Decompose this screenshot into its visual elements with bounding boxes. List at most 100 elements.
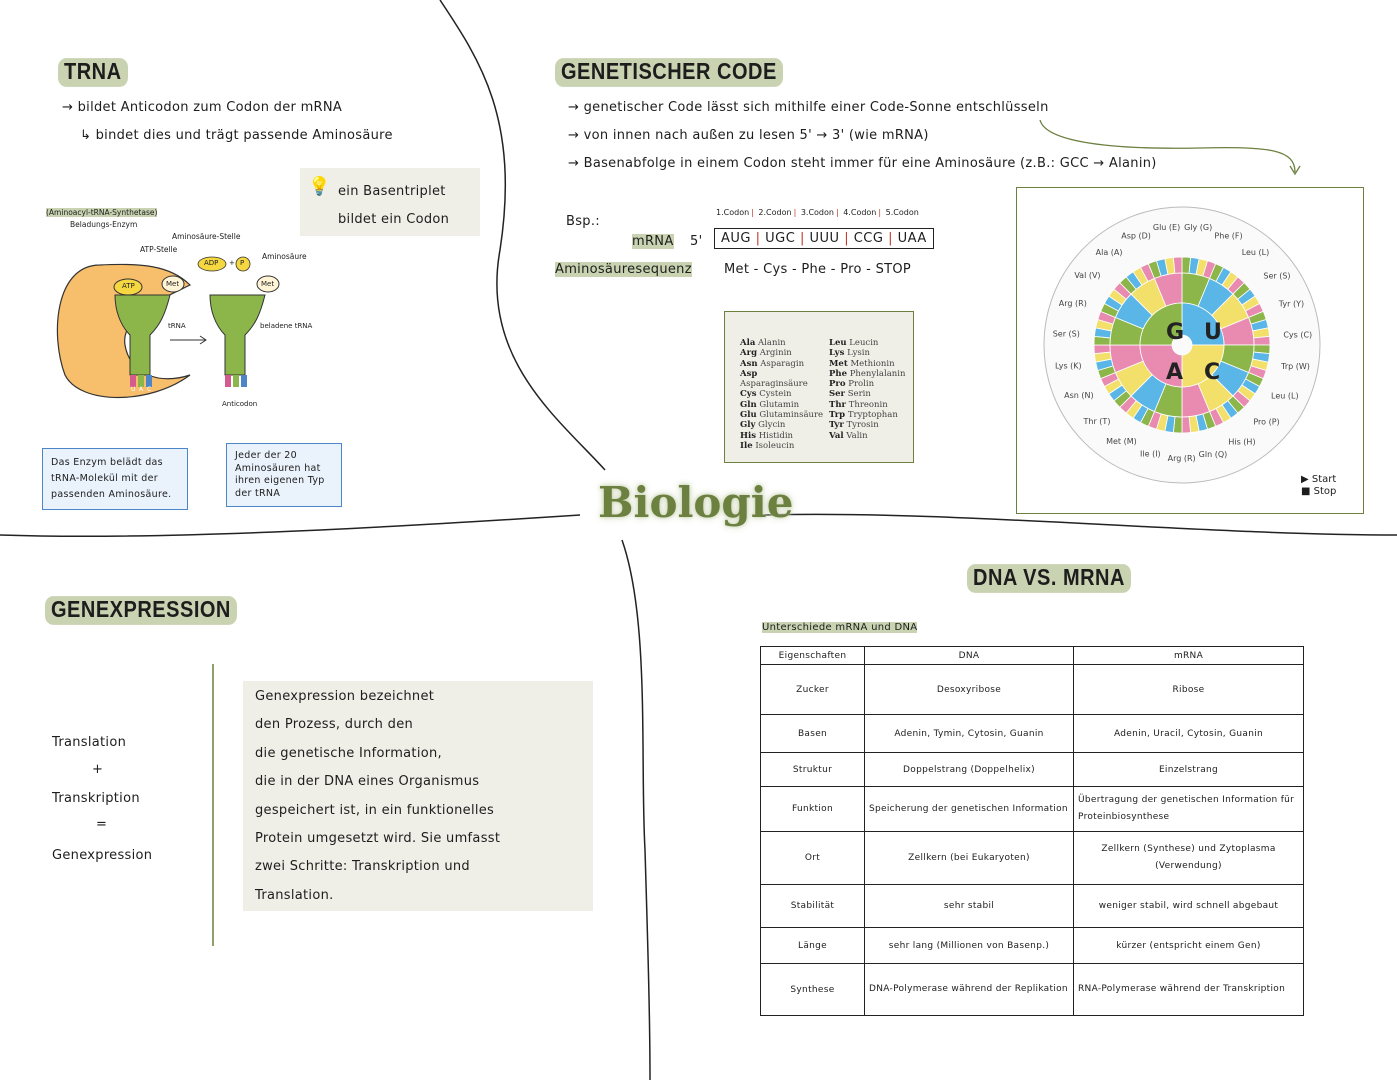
sun-amino-label: Tyr (Y)	[1278, 299, 1304, 308]
sun-amino-label: Arg (R)	[1168, 454, 1196, 463]
abbr-row: Leu Leucin	[829, 338, 879, 348]
abbr-row: Met Methionin	[829, 358, 895, 369]
abbr-row: Ser Serin	[829, 389, 871, 400]
synthetase-label: (Aminoacyl-tRNA-Synthetase)	[46, 208, 158, 217]
sun-amino-label: His (H)	[1228, 437, 1255, 446]
gen-left-1: Translation	[52, 735, 127, 750]
sun-amino-label: Met (M)	[1106, 437, 1137, 446]
trna-diagram: (Aminoacyl-tRNA-Synthetase) Beladungs-En…	[40, 200, 340, 420]
sun-amino-label: Ser (S)	[1263, 271, 1290, 280]
gen-line: zwei Schritte: Transkription und	[255, 859, 470, 875]
codon-3: UUU	[809, 231, 840, 246]
mrna-sequence-box: AUG | UGC | UUU | CCG | UAA	[714, 228, 934, 249]
sun-amino-label: Gln (Q)	[1199, 450, 1228, 459]
sun-inner-letter: U	[1204, 320, 1222, 345]
codon-label-3: 3.Codon	[800, 208, 834, 217]
enzyme-label: Beladungs-Enzym	[70, 220, 138, 229]
sun-amino-label: Glu (E)	[1153, 223, 1180, 232]
five-prime-label: 5'	[690, 234, 703, 249]
abbr-col-left: Ala Alanin Arg Arginin Asn Asparagin Asp…	[740, 338, 825, 451]
callout-enzyme: Das Enzym belädt das tRNA-Molekül mit de…	[42, 448, 188, 510]
abbr-row: Ile Isoleucin	[740, 440, 795, 451]
abbr-row: His Histidin	[740, 430, 794, 441]
trna-bullet-1: → bildet Anticodon zum Codon der mRNA	[62, 100, 343, 115]
met-label-1: Met	[166, 280, 180, 288]
sun-inner-letter: A	[1166, 360, 1183, 385]
start-label: ▶ Start	[1301, 474, 1337, 485]
trna-heading: TRNA	[58, 58, 128, 87]
abbr-row: Glu Glutaminsäure	[740, 410, 824, 421]
base-u: U	[131, 386, 136, 393]
col-header: mRNA	[1073, 646, 1304, 665]
abbr-row: Gly Glycin	[740, 420, 786, 431]
gen-line: Genexpression bezeichnet	[255, 689, 435, 704]
stop-label: ■ Stop	[1301, 486, 1337, 497]
sun-sector	[1172, 256, 1183, 274]
sun-amino-label: Ile (I)	[1140, 450, 1161, 459]
dna-heading: DNA VS. MRNA	[967, 564, 1131, 593]
code-bullet-2: → von innen nach außen zu lesen 5' → 3' …	[568, 128, 929, 143]
loaded-trna-label: beladene tRNA	[260, 322, 313, 330]
sun-amino-label: Lys (K)	[1055, 361, 1082, 370]
abbr-row: Thr Threonin	[829, 399, 888, 410]
sun-sector	[1139, 344, 1183, 388]
abbr-row: Phe Phenylalanin	[829, 368, 906, 379]
trna-bullet-2: ↳ bindet dies und trägt passende Aminosä…	[80, 128, 393, 143]
genexpression-heading: GENEXPRESSION	[45, 596, 237, 625]
callout-trna-types: Jeder der 20 Aminosäuren hat ihren eigen…	[226, 443, 342, 507]
codon-label-1: 1.Codon	[716, 208, 750, 217]
sun-sector	[1181, 302, 1225, 346]
amino-site-label: Aminosäure-Stelle	[172, 232, 241, 241]
sun-amino-label: Ser (S)	[1053, 330, 1080, 339]
sun-amino-label: Cys (C)	[1283, 330, 1312, 339]
codon-labels: 1.Codon| 2.Codon| 3.Codon| 4.Codon| 5.Co…	[716, 208, 919, 217]
p-label: P	[240, 259, 245, 267]
code-bullet-1: → genetischer Code lässt sich mithilfe e…	[568, 100, 1049, 115]
abbr-row: Ala Alanin	[740, 338, 786, 348]
gen-line: den Prozess, durch den	[255, 717, 414, 733]
center-title: Biologie	[598, 478, 794, 527]
gen-line: Translation.	[255, 887, 334, 903]
sun-inner-letter: C	[1204, 360, 1220, 385]
sun-sector	[1181, 344, 1225, 388]
codon-4: CCG	[853, 231, 884, 246]
abbr-row: Asp Asparaginsäure	[740, 368, 808, 390]
codon-label-5: 5.Codon	[885, 208, 919, 217]
tip-line-1: ein Basentriplet	[338, 184, 446, 199]
codon-1: AUG	[721, 231, 751, 246]
abbr-row: Arg Arginin	[740, 348, 792, 359]
sun-amino-label: Gly (G)	[1184, 223, 1212, 232]
lightbulb-icon: 💡	[308, 176, 331, 197]
gen-line: die in der DNA eines Organismus	[255, 774, 480, 790]
sun-inner-letter: G	[1166, 320, 1184, 345]
gen-divider	[212, 664, 214, 946]
abbr-row: Pro Prolin	[829, 379, 875, 390]
abbr-col-right: Leu Leucin Lys Lysin Met Methionin Phe P…	[829, 338, 914, 441]
sun-amino-label: Val (V)	[1074, 271, 1100, 280]
trna-illustration	[56, 256, 280, 398]
gen-definition-box: Genexpression bezeichnet den Prozess, du…	[243, 681, 593, 911]
gen-left-5: Genexpression	[52, 848, 153, 863]
plus-label: +	[229, 259, 235, 267]
gen-left-4: =	[96, 817, 108, 832]
gen-line: die genetische Information,	[255, 745, 442, 761]
sun-sector	[1253, 335, 1271, 346]
tip-box: 💡 ein Basentriplet bildet ein Codon	[300, 168, 480, 236]
sun-amino-label: Thr (T)	[1083, 417, 1111, 426]
atp-site-label: ATP-Stelle	[140, 245, 178, 254]
abbr-row: Trp Tryptophan	[829, 410, 898, 421]
sun-amino-label: Leu (L)	[1242, 248, 1270, 257]
abbr-row: Gln Glutamin	[740, 399, 800, 410]
atp-label: ATP	[122, 282, 135, 290]
adp-label: ADP	[204, 259, 219, 267]
